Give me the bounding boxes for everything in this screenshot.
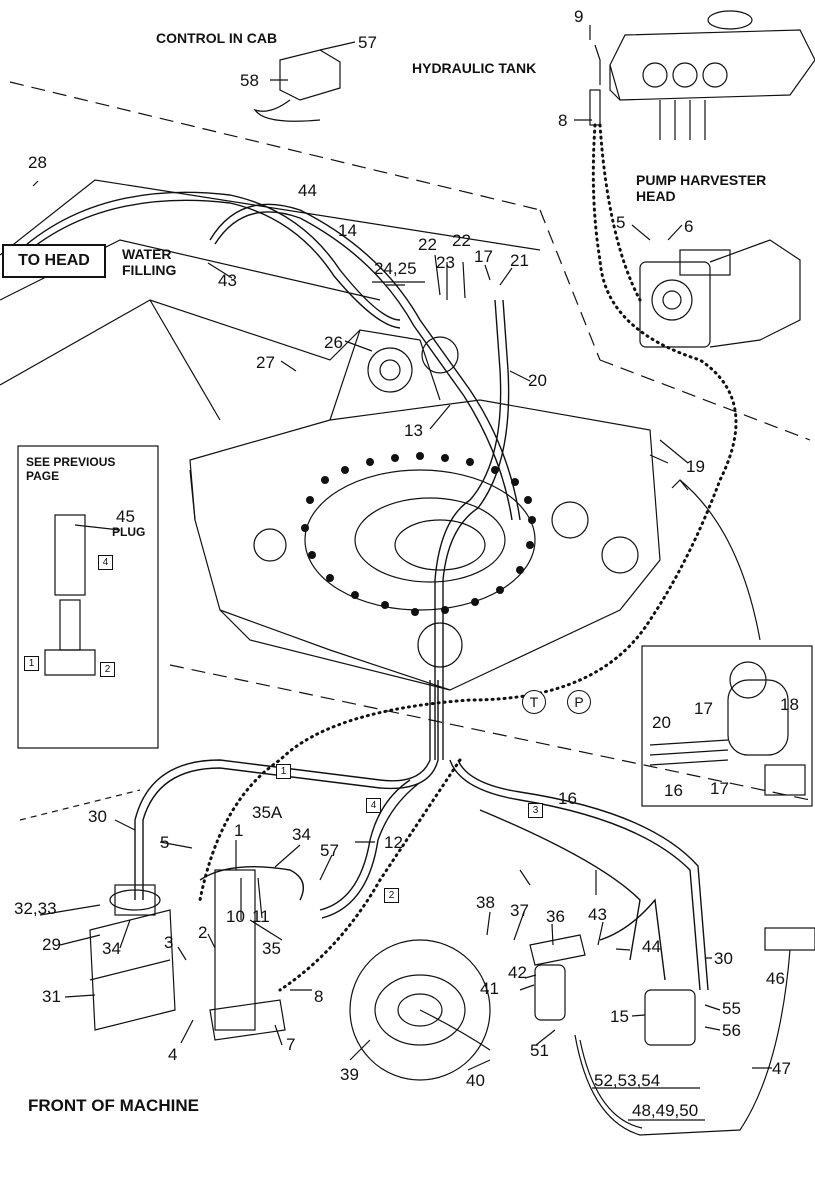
to-head-label: TO HEAD [2, 244, 106, 278]
pump-harvester-head-caption: PUMP HARVESTER HEAD [636, 172, 767, 205]
callout-17-top: 17 [474, 247, 493, 266]
callout-41: 41 [480, 979, 499, 998]
callout-52-53-54: 52,53,54 [594, 1071, 661, 1090]
callout-55: 55 [722, 999, 741, 1018]
callout-5-bottom: 5 [160, 833, 170, 852]
callout-32-33: 32,33 [14, 899, 57, 918]
callout-46: 46 [766, 969, 785, 988]
inset-box-marker-4: 4 [98, 555, 113, 570]
callout-45: 45 [116, 507, 135, 526]
callout-34-bottom: 34 [102, 939, 121, 958]
water-filling-caption: WATER FILLING [122, 246, 177, 279]
box-marker-1: 1 [276, 764, 291, 779]
callout-21: 21 [510, 251, 529, 270]
callout-28: 28 [28, 153, 47, 172]
callout-57-top: 57 [358, 33, 377, 52]
callout-44-bottom: 44 [642, 937, 661, 956]
callout-7: 7 [286, 1035, 296, 1054]
callout-35: 35 [262, 939, 281, 958]
callout-10: 10 [226, 907, 245, 926]
callout-8-bottom: 8 [314, 987, 324, 1006]
callout-47: 47 [772, 1059, 791, 1078]
callout-40: 40 [466, 1071, 485, 1090]
callout-22-b: 22 [452, 231, 471, 250]
callout-1: 1 [234, 821, 244, 840]
box-marker-3: 3 [528, 803, 543, 818]
port-t-marker: T [522, 690, 546, 714]
callout-19: 19 [686, 457, 705, 476]
callout-30-left: 30 [88, 807, 107, 826]
callout-5-top: 5 [616, 213, 626, 232]
callout-6: 6 [684, 217, 694, 236]
callout-43-top: 43 [218, 271, 237, 290]
see-previous-page-caption: SEE PREVIOUS PAGE [26, 455, 116, 483]
callout-13: 13 [404, 421, 423, 440]
callout-2: 2 [198, 923, 208, 942]
callout-8-top: 8 [558, 111, 568, 130]
callout-23: 23 [436, 253, 455, 272]
callout-48-49-50: 48,49,50 [632, 1101, 699, 1120]
callout-51: 51 [530, 1041, 549, 1060]
callout-57-bottom: 57 [320, 841, 339, 860]
callout-17-inset-bottom: 17 [710, 779, 729, 798]
callout-26: 26 [324, 333, 343, 352]
front-of-machine-caption: FRONT OF MACHINE [28, 1096, 199, 1115]
control-in-cab-caption: CONTROL IN CAB [156, 30, 278, 46]
callout-35a: 35A [252, 803, 283, 822]
callout-4: 4 [168, 1045, 178, 1064]
box-marker-2: 2 [384, 888, 399, 903]
callout-27: 27 [256, 353, 275, 372]
callout-34-top: 34 [292, 825, 311, 844]
callout-38: 38 [476, 893, 495, 912]
callout-14: 14 [338, 221, 357, 240]
callout-43-bottom: 43 [588, 905, 607, 924]
callout-17-inset-top: 17 [694, 699, 713, 718]
callout-18: 18 [780, 695, 799, 714]
callout-31: 31 [42, 987, 61, 1006]
callout-12: 12 [384, 833, 403, 852]
inset-box-marker-1: 1 [24, 656, 39, 671]
callout-58: 58 [240, 71, 259, 90]
inset-box-marker-2: 2 [100, 662, 115, 677]
callout-3: 3 [164, 933, 174, 952]
callout-16-inset: 16 [664, 781, 683, 800]
callout-30-right: 30 [714, 949, 733, 968]
callout-29: 29 [42, 935, 61, 954]
callout-20-inset: 20 [652, 713, 671, 732]
callout-24-25: 24,25 [374, 259, 417, 278]
port-p-marker: P [567, 690, 591, 714]
callout-42: 42 [508, 963, 527, 982]
callout-16: 16 [558, 789, 577, 808]
callout-15: 15 [610, 1007, 629, 1026]
callout-44-top: 44 [298, 181, 317, 200]
callout-39: 39 [340, 1065, 359, 1084]
callout-20-main: 20 [528, 371, 547, 390]
callout-11: 11 [252, 907, 270, 926]
box-marker-4: 4 [366, 798, 381, 813]
hydraulic-tank-caption: HYDRAULIC TANK [412, 60, 537, 76]
callout-22-a: 22 [418, 235, 437, 254]
plug-caption: PLUG [112, 525, 146, 539]
callout-56: 56 [722, 1021, 741, 1040]
callout-9: 9 [574, 7, 584, 26]
callout-36: 36 [546, 907, 565, 926]
callout-37: 37 [510, 901, 529, 920]
